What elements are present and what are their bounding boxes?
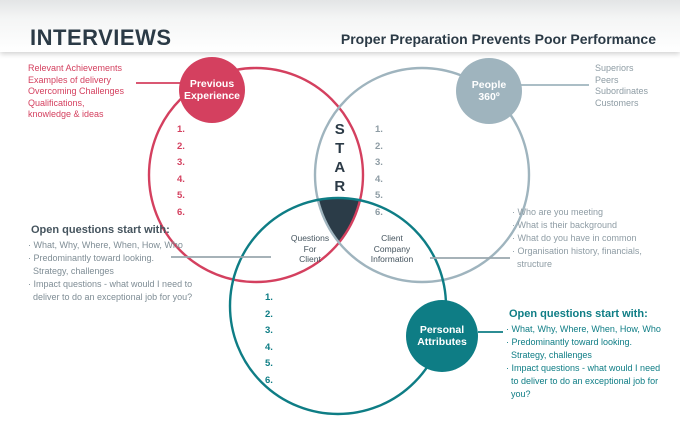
client-company-information-label: Client Company Information — [370, 233, 414, 264]
meeting-research-block: · Who are you meeting · What is their bac… — [512, 206, 672, 271]
list-line: Qualifications, — [28, 97, 85, 108]
list-line: 6. — [177, 206, 185, 218]
open-questions-block-left: Open questions start with: · What, Why, … — [28, 224, 243, 304]
list-line: · What do you have in common — [512, 233, 637, 243]
list-line: S — [334, 121, 346, 138]
list-line: Strategy, challenges — [28, 266, 114, 276]
personal-attributes-numbered-list: 1. 2. 3. 4. 5. 6. — [265, 290, 273, 389]
list-line: · What, Why, Where, When, How, Who — [506, 324, 661, 334]
list-line: 2. — [265, 308, 273, 320]
list-line: 5. — [265, 358, 273, 369]
list-line: A — [334, 159, 346, 176]
list-line: Subordinates — [595, 86, 649, 96]
list-line: knowledge & ideas — [28, 109, 104, 119]
list-line: 2. — [375, 140, 383, 152]
list-line: T — [335, 140, 345, 157]
list-line: Overcoming Challenges — [28, 86, 125, 96]
list-line: Peers — [595, 74, 619, 85]
list-line: Examples of delivery — [28, 74, 112, 85]
previous-experience-badge: Previous Experience — [179, 57, 245, 123]
list-line: 3. — [265, 325, 273, 336]
page-subtitle: Proper Preparation Prevents Poor Perform… — [340, 31, 656, 47]
list-line: 4. — [177, 173, 185, 185]
header-band: INTERVIEWS Proper Preparation Prevents P… — [0, 0, 680, 52]
open-questions-heading-left: Open questions start with: — [31, 224, 170, 236]
questions-for-client-label: Questions For Client — [290, 233, 330, 264]
list-line: you? — [506, 389, 531, 399]
list-line: · What is their background — [512, 220, 618, 230]
list-line: 3. — [375, 157, 383, 168]
list-line: R — [334, 178, 346, 195]
list-line: 3. — [177, 157, 185, 168]
previous-experience-numbered-list: 1. 2. 3. 4. 5. 6. — [177, 122, 185, 221]
list-line: structure — [512, 259, 553, 269]
list-line: Superiors — [595, 63, 634, 73]
list-line: · Organisation history, financials, — [512, 246, 642, 256]
list-line: 5. — [177, 190, 185, 201]
list-line: 5. — [375, 190, 383, 201]
list-line: 1. — [265, 292, 273, 303]
list-line: 1. — [177, 124, 185, 135]
list-line: · What, Why, Where, When, How, Who — [28, 240, 183, 250]
list-line: 6. — [265, 374, 273, 386]
people-360-badge: People 360º — [456, 58, 522, 124]
list-line: 2. — [177, 140, 185, 152]
people-360-numbered-list: 1. 2. 3. 4. 5. 6. — [375, 122, 383, 221]
list-line: 4. — [265, 341, 273, 353]
open-questions-lines-left: · What, Why, Where, When, How, Who · Pred… — [28, 239, 243, 304]
list-line: Strategy, challenges — [506, 350, 592, 360]
page-title: INTERVIEWS — [30, 25, 172, 50]
list-line: 4. — [375, 173, 383, 185]
list-line: Customers — [595, 97, 639, 108]
open-questions-lines-bottom-right: · What, Why, Where, When, How, Who · Pred… — [506, 323, 674, 401]
list-line: 1. — [375, 124, 383, 135]
open-questions-heading-bottom-right: Open questions start with: — [509, 308, 648, 320]
list-line: · Impact questions - what would I need t… — [28, 279, 193, 289]
previous-experience-circle — [147, 66, 365, 284]
open-questions-block-bottom-right: Open questions start with: · What, Why, … — [506, 308, 674, 401]
people-360-circle — [313, 66, 531, 284]
list-line: · Predominantly toward looking. — [28, 253, 155, 263]
meeting-research-lines: · Who are you meeting · What is their bac… — [512, 206, 672, 271]
list-line: · Predominantly toward looking. — [506, 337, 633, 347]
list-line: Relevant Achievements — [28, 63, 123, 73]
list-line: to deliver to do an exceptional job for — [506, 376, 659, 386]
list-line: 6. — [375, 206, 383, 218]
list-line: · Who are you meeting — [512, 207, 604, 217]
list-line: · Impact questions - what would I need — [506, 363, 661, 373]
personal-attributes-badge: Personal Attributes — [406, 300, 478, 372]
list-line: deliver to do an exceptional job for you… — [28, 292, 193, 302]
